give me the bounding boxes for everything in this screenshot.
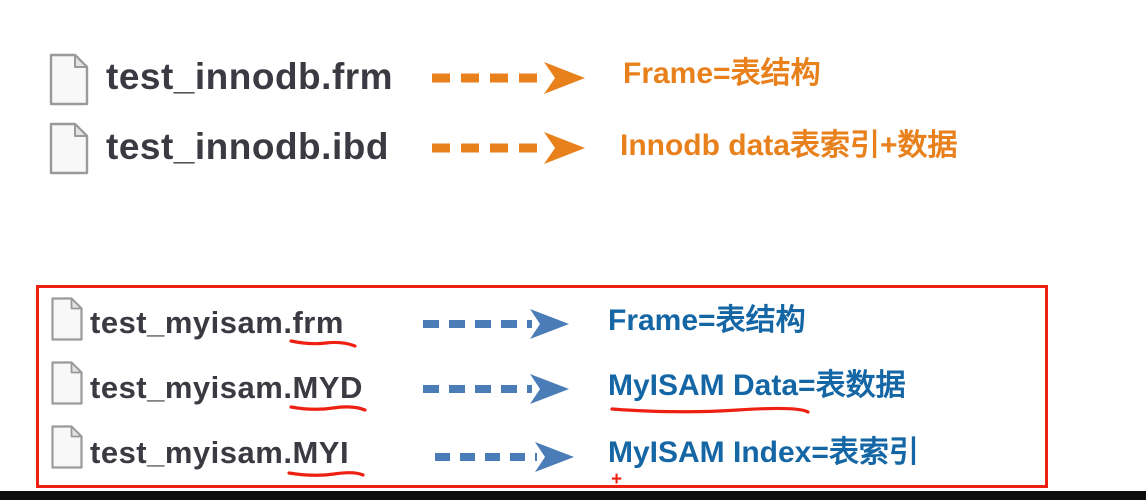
dashed-arrow-icon xyxy=(420,307,572,346)
filename-ext: frm xyxy=(289,305,358,348)
red-plus-mark: + xyxy=(611,469,623,490)
filename-ext: MYI xyxy=(287,435,366,477)
filename-base: test_myisam. xyxy=(90,370,293,405)
filename-myisam-myi: test_myisam.MYI xyxy=(90,435,366,477)
label-part2-text: =表数据 xyxy=(798,369,906,402)
file-icon xyxy=(50,424,84,470)
file-icon xyxy=(48,121,90,176)
file-icon xyxy=(50,360,84,406)
dashed-arrow-icon xyxy=(428,59,588,102)
label-myisam-myd: MyISAM Data=表数据 xyxy=(608,369,906,414)
label-part1-text: MyISAM Data xyxy=(608,369,799,402)
label-innodb-frm: Frame=表结构 xyxy=(623,57,821,90)
filename-base: test_myisam. xyxy=(90,435,293,470)
filename-innodb-frm: test_innodb.frm xyxy=(106,56,394,97)
filename-ext-text: MYD xyxy=(292,370,363,405)
bottom-black-bar xyxy=(0,491,1146,500)
dashed-arrow-icon xyxy=(428,129,588,172)
filename-innodb-ibd: test_innodb.ibd xyxy=(106,126,389,167)
label-myisam-frm: Frame=表结构 xyxy=(608,304,806,337)
label-part2-text: =表索引 xyxy=(811,436,919,469)
dashed-arrow-icon xyxy=(432,440,577,479)
label-part1-text: MyISAM Index xyxy=(608,436,812,469)
file-icon xyxy=(48,52,90,107)
red-highlight-box xyxy=(36,285,1048,488)
filename-myisam-frm: test_myisam.frm xyxy=(90,305,358,348)
filename-base: test_myisam. xyxy=(90,305,293,340)
file-icon xyxy=(50,296,84,342)
filename-myisam-myd: test_myisam.MYD xyxy=(90,370,368,412)
filename-ext-text: MYI xyxy=(292,435,350,470)
filename-ext-text: frm xyxy=(292,305,344,340)
label-underlined-part: MyISAM Data xyxy=(608,369,810,414)
filename-ext: MYD xyxy=(289,370,368,412)
label-innodb-ibd: Innodb data表索引+数据 xyxy=(620,129,958,162)
label-myisam-myi: MyISAM Index=表索引 xyxy=(608,436,919,471)
dashed-arrow-icon xyxy=(420,372,572,411)
